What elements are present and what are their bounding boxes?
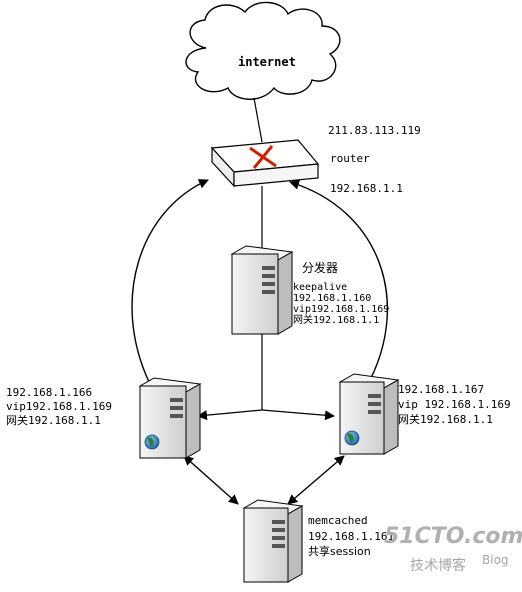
right-server-icon [338, 373, 400, 455]
watermark-sub: 技术博客 [410, 558, 466, 574]
right-server-line3: 网关192.168.1.1 [398, 413, 493, 426]
memcached-server-icon [242, 499, 304, 583]
left-server-router-arc [131, 179, 209, 385]
memcached-line1: memcached [308, 514, 368, 527]
cloud-label: internet [238, 55, 296, 69]
left-server-line2: vip192.168.1.169 [6, 400, 112, 413]
cloud-router-link [253, 97, 263, 143]
right-memcached-arrow [287, 455, 345, 505]
router-wan-ip: 211.83.113.119 [328, 124, 421, 137]
router-lan-ip: 192.168.1.1 [330, 182, 403, 195]
left-server-line3: 网关192.168.1.1 [6, 414, 101, 427]
dispatcher-line1: keepalive [293, 282, 348, 293]
dispatcher-title: 分发器 [302, 261, 339, 275]
right-server-line2: vip 192.168.1.169 [398, 398, 511, 411]
junction-right-arrow [261, 409, 335, 421]
left-memcached-arrow [183, 455, 239, 505]
router-x-icon [249, 145, 277, 169]
memcached-line3: 共享session [308, 545, 371, 558]
dispatcher-line3: vip192.168.1.169 [293, 304, 390, 315]
dispatcher-line4: 网关192.168.1.1 [293, 315, 380, 326]
watermark-site: 51CTO.com [384, 524, 522, 549]
memcached-line2: 192.168.1.161 [308, 530, 395, 543]
right-server-router-arc [289, 179, 389, 381]
left-server-icon [138, 377, 202, 459]
watermark-blog: Blog [482, 553, 509, 567]
dispatcher-server-icon [230, 245, 294, 335]
internet-cloud [185, 1, 341, 100]
router-device [210, 139, 320, 188]
right-server-line1: 192.168.1.167 [398, 383, 485, 396]
dispatcher-line2: 192.168.1.160 [293, 293, 372, 304]
left-server-line1: 192.168.1.166 [6, 386, 93, 399]
router-name: router [330, 152, 370, 165]
junction-left-arrow [197, 409, 263, 421]
